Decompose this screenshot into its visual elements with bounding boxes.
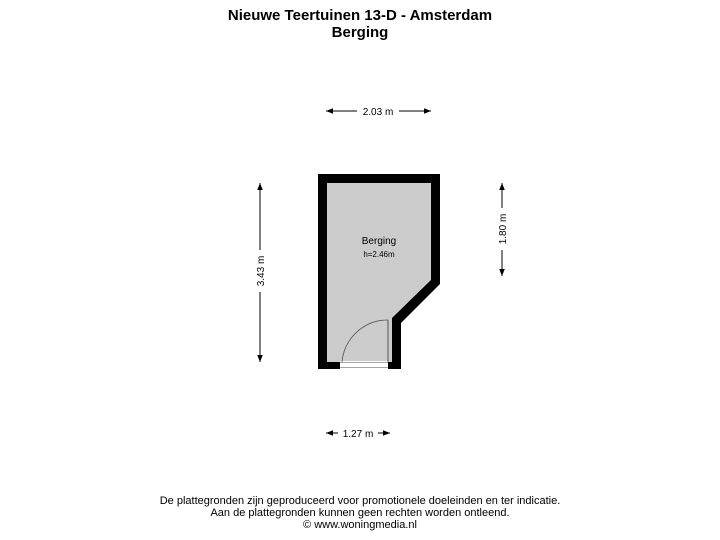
room-height-label: h=2.46m (363, 250, 395, 259)
dimension-label-bg-right (495, 208, 509, 250)
dimension-label-right: 1.80 m (498, 214, 509, 245)
dimension-label-bg-bottom (338, 426, 378, 440)
room-floor (327, 183, 431, 362)
dimension-label-bottom: 1.27 m (343, 429, 374, 440)
page-title: Nieuwe Teertuinen 13-D - Amsterdam (227, 7, 493, 24)
dimension-label-top: 2.03 m (363, 107, 394, 118)
dimension-label-bg-left (253, 250, 267, 292)
room-label: Berging (362, 236, 396, 247)
disclaimer-line-2: Aan de plattegronden kunnen geen rechten… (210, 507, 510, 519)
disclaimer-line-1: De plattegronden zijn geproduceerd voor … (159, 495, 561, 507)
dimension-label-bg-top (357, 104, 399, 118)
door-opening (340, 361, 388, 369)
page-subtitle: Berging (331, 24, 389, 41)
dimension-label-left: 3.43 m (256, 256, 267, 287)
copyright-line: © www.woningmedia.nl (303, 519, 417, 531)
door-swing-arc (341, 319, 389, 363)
